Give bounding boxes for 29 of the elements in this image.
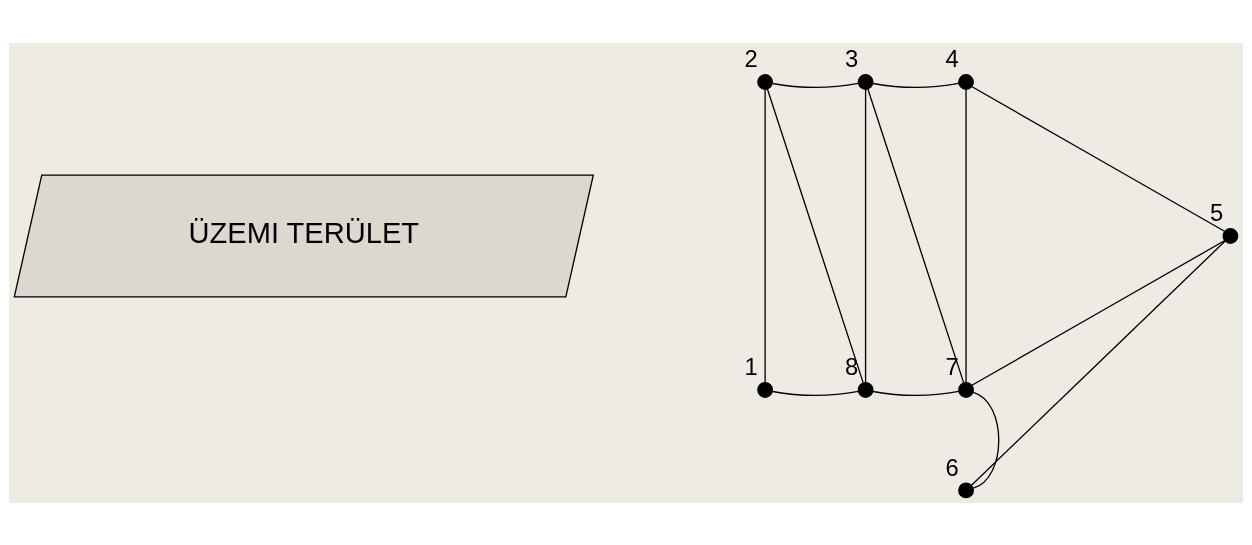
connector bbox=[970, 240, 1226, 486]
connector bbox=[864, 88, 867, 383]
connector bbox=[965, 88, 967, 383]
node-label: 7 bbox=[945, 352, 959, 380]
node-label: 6 bbox=[945, 453, 959, 481]
node-circle bbox=[857, 73, 874, 90]
node-label: 1 bbox=[744, 352, 758, 380]
connector bbox=[971, 85, 1226, 232]
node-circle bbox=[757, 73, 774, 90]
connector bbox=[872, 390, 960, 396]
node-circle bbox=[1222, 227, 1239, 244]
node-label: 3 bbox=[845, 44, 859, 72]
node-label: 8 bbox=[845, 352, 859, 380]
node-circle bbox=[958, 381, 974, 398]
connector bbox=[971, 239, 1226, 386]
connector bbox=[771, 390, 859, 396]
node-circle bbox=[757, 381, 774, 398]
node-circle bbox=[857, 381, 874, 398]
connector bbox=[766, 87, 864, 383]
connector bbox=[764, 88, 766, 383]
node-label: 4 bbox=[945, 44, 959, 72]
connector bbox=[867, 87, 965, 383]
connector bbox=[872, 82, 960, 88]
connector bbox=[972, 391, 1000, 489]
node-label: 5 bbox=[1209, 198, 1224, 226]
node-circle bbox=[958, 482, 974, 498]
node-circle bbox=[958, 73, 974, 90]
connector bbox=[771, 82, 859, 88]
node-label: 2 bbox=[744, 44, 758, 72]
